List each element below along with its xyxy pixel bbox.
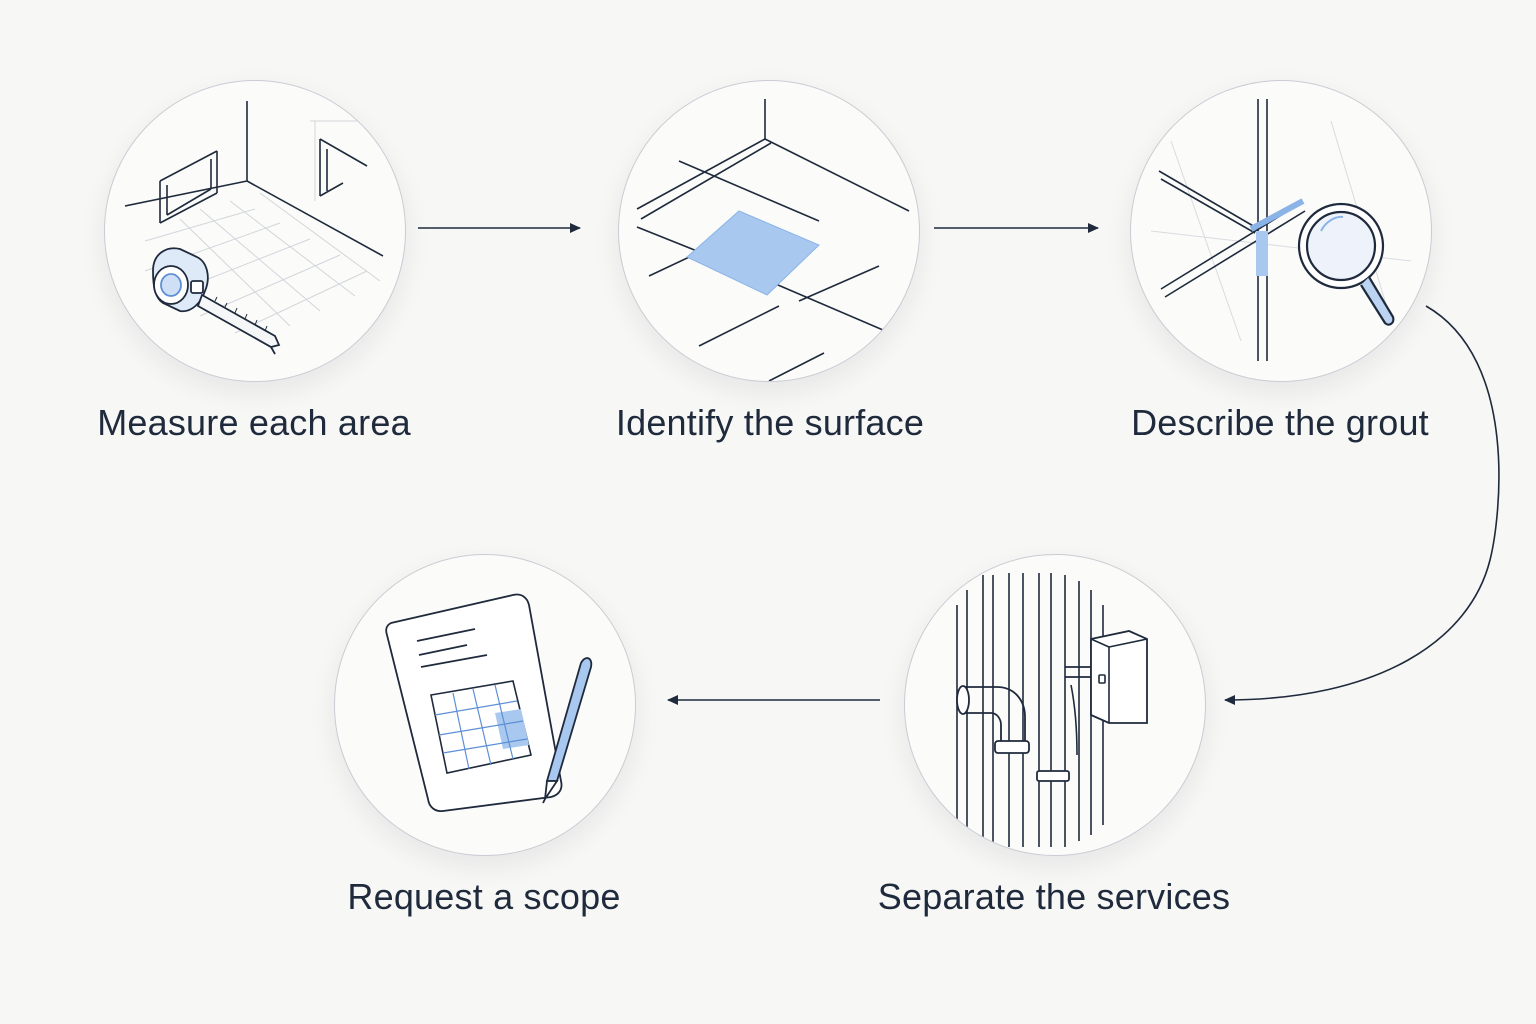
step-2-label: Identify the surface	[615, 402, 925, 443]
step-1-circle	[104, 80, 406, 382]
highlighted-tile	[686, 210, 820, 296]
step-2-circle	[618, 80, 920, 382]
step-4-label: Separate the services	[877, 876, 1231, 917]
step-3-circle	[1130, 80, 1432, 382]
arrow-3-to-4-curve	[1224, 305, 1500, 705]
highlighted-tile-icon	[636, 99, 910, 381]
magnifier-on-grout-icon	[1150, 99, 1412, 361]
step-1-label: Measure each area	[97, 402, 411, 443]
floor-plan-grid	[430, 680, 532, 774]
step-3-label: Describe the grout	[1131, 402, 1429, 443]
plan-document-with-pen-icon	[385, 593, 593, 812]
step-5-circle	[334, 554, 636, 856]
step-4-circle	[904, 554, 1206, 856]
step-5-label: Request a scope	[347, 876, 621, 917]
pipes-and-junction-box-icon	[956, 573, 1148, 847]
tape-measure-icon	[124, 101, 384, 355]
